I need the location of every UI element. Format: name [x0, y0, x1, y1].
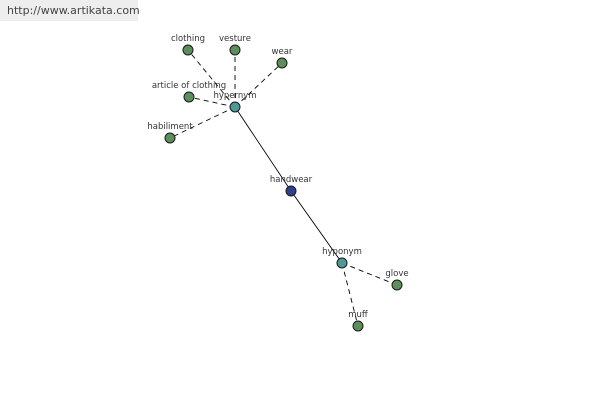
node-hypernym[interactable]: [229, 101, 241, 113]
edge-hypernym-wear: [234, 62, 283, 108]
node-label-wear: wear: [272, 47, 293, 57]
graph-nodes: [164, 44, 403, 332]
node-vesture[interactable]: [229, 44, 241, 56]
node-article-of-clothing[interactable]: [183, 91, 195, 103]
source-url-banner: http://www.artikata.com: [0, 0, 140, 21]
node-muff[interactable]: [352, 320, 364, 332]
node-label-vesture: vesture: [219, 34, 251, 44]
source-url-text: http://www.artikata.com: [7, 4, 140, 17]
node-hyponym[interactable]: [336, 257, 348, 269]
node-clothing[interactable]: [182, 44, 194, 56]
node-habiliment[interactable]: [164, 132, 176, 144]
edge-handwear-hyponym: [290, 190, 343, 264]
node-label-glove: glove: [385, 269, 408, 279]
node-glove[interactable]: [391, 279, 403, 291]
node-label-clothing: clothing: [171, 34, 205, 44]
node-handwear[interactable]: [285, 185, 297, 197]
edge-hypernym-habiliment: [169, 106, 236, 139]
node-label-article-of-clothing: article of clothing: [152, 81, 226, 91]
edge-hypernym-article-of-clothing: [188, 96, 236, 108]
node-label-hypernym: hypernym: [213, 91, 256, 101]
edge-hyponym-glove: [341, 262, 398, 286]
edge-hyponym-muff: [341, 262, 359, 327]
node-label-handwear: handwear: [270, 175, 313, 185]
graph-edges: [169, 49, 398, 327]
graph-labels: handwear hypernym hyponym clothing vesture we…: [147, 34, 408, 320]
node-wear[interactable]: [276, 57, 288, 69]
edge-hypernym-clothing: [187, 49, 236, 108]
node-label-habiliment: habiliment: [147, 122, 193, 132]
node-label-hyponym: hyponym: [322, 247, 362, 257]
node-label-muff: muff: [348, 310, 369, 320]
edge-hypernym-handwear: [234, 106, 292, 192]
